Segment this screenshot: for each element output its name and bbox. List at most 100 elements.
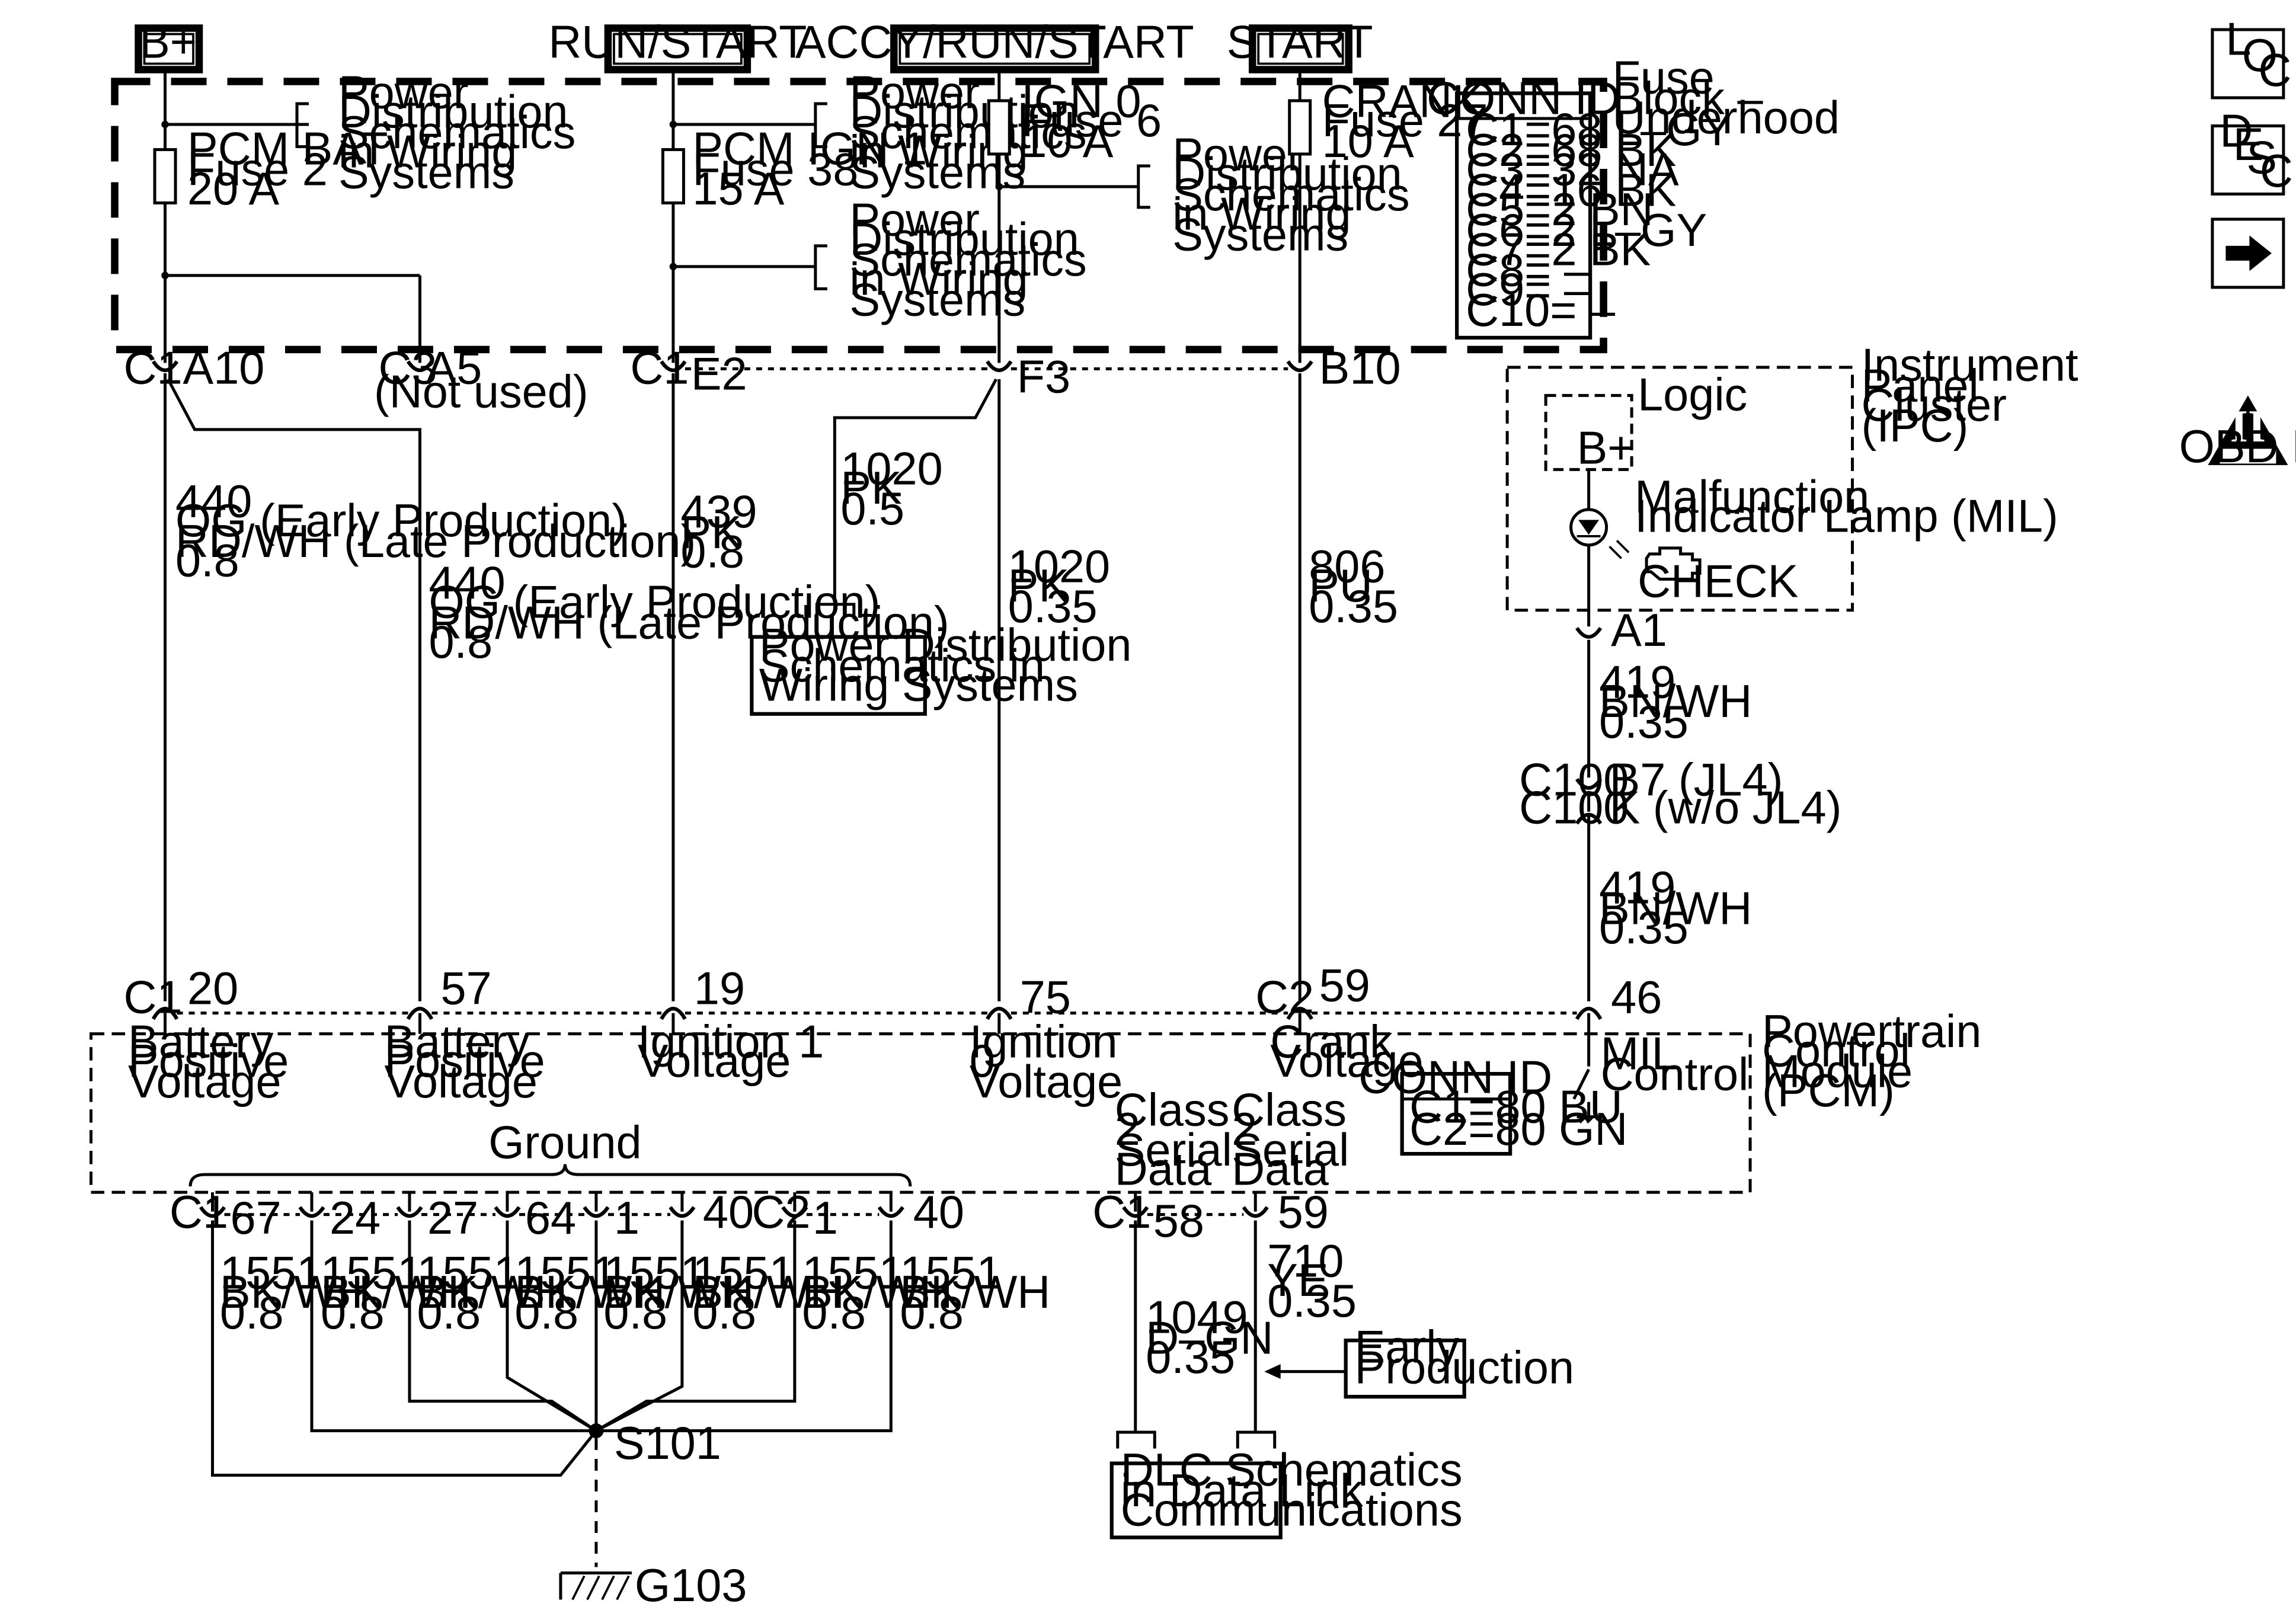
fuse-crank <box>1288 99 1312 156</box>
c100-connectors: C100 B7 (JL4) C100 K (w/o JL4) <box>1519 754 1841 833</box>
svg-text:Voltage: Voltage <box>1270 1036 1423 1087</box>
svg-text:DLC Schematics: DLC Schematics <box>1121 1445 1463 1496</box>
pd-note-bplus: Power Distribution Schematics in Wiring … <box>338 67 575 198</box>
svg-text:PK: PK <box>840 463 901 514</box>
arrow-right-icon <box>2225 235 2272 271</box>
dlc-box: DLC Schematics in Data Link Communicatio… <box>1109 1445 1463 1539</box>
svg-text:1551: 1551 <box>417 1248 519 1299</box>
svg-text:B7 (JL4): B7 (JL4) <box>1610 754 1783 805</box>
svg-text:Voltage: Voltage <box>970 1057 1123 1108</box>
svg-text:C4=16 BK: C4=16 BK <box>1466 165 1676 216</box>
svg-text:1020: 1020 <box>840 443 942 494</box>
pcm-conn-id: CONN ID C1=80 BU C2=80 GN <box>1358 1052 1627 1156</box>
next-arrow-button[interactable] <box>2211 217 2285 289</box>
svg-text:A10: A10 <box>183 343 265 393</box>
svg-text:PCM BAT: PCM BAT <box>187 123 388 174</box>
svg-text:RD/WH (Late Production): RD/WH (Late Production) <box>428 597 949 648</box>
svg-text:ACCY/RUN/START: ACCY/RUN/START <box>795 17 1194 68</box>
ground-wires <box>211 1220 893 1477</box>
early-production-callout: Early Production <box>1264 1322 1574 1399</box>
svg-text:2: 2 <box>1232 1104 1257 1155</box>
svg-text:BK/WH: BK/WH <box>692 1267 843 1318</box>
svg-text:Schematics: Schematics <box>849 235 1086 286</box>
wire-419a: 419 BN/WH 0.35 <box>1587 639 1752 778</box>
ipc-logic: Logic B+ <box>1544 369 1747 510</box>
svg-text:419: 419 <box>1599 657 1675 708</box>
loc-button[interactable]: L O C <box>2211 14 2291 100</box>
svg-text:RD/WH (Late Production): RD/WH (Late Production) <box>175 516 696 567</box>
svg-text:L: L <box>2225 14 2251 65</box>
desc-button[interactable]: D E S C <box>2211 105 2293 197</box>
svg-text:Positive: Positive <box>384 1036 545 1087</box>
pd-box: Power Distribution Schematics in Wiring … <box>750 620 1131 716</box>
pd-note-run-2: Power Distribution Schematics in Wiring … <box>849 194 1086 325</box>
svg-text:RUN/START: RUN/START <box>548 17 807 68</box>
svg-text:10 A: 10 A <box>1322 116 1414 167</box>
wire-419b: 419 BN/WH 0.35 <box>1587 814 1752 1001</box>
svg-text:C1: C1 <box>124 972 183 1023</box>
pd-note-run-1: Power Distribution Schematics in Wiring … <box>849 67 1086 198</box>
svg-text:BK/WH: BK/WH <box>802 1267 952 1318</box>
svg-text:C1: C1 <box>630 343 689 393</box>
svg-text:C7=2 BK: C7=2 BK <box>1466 224 1651 275</box>
svg-text:Distribution: Distribution <box>1172 149 1402 200</box>
wire-439: 439 PK 0.8 <box>671 373 757 1001</box>
run-start-source: RUN/START <box>548 17 807 73</box>
pcm-label: Powertrain Control Module (PCM) <box>1762 1006 1981 1116</box>
fuse-pcm-bat <box>153 148 177 204</box>
svg-text:CONN ID: CONN ID <box>1427 73 1620 124</box>
ground-wire-labels: 1551 BK/WH 0.8 1551 BK/WH 0.8 1551 BK/WH… <box>220 1248 1050 1339</box>
fuse-ign0 <box>987 99 1011 156</box>
svg-text:C1: C1 <box>1092 1187 1151 1238</box>
mil-lamp <box>1569 508 1630 627</box>
svg-text:Malfunction: Malfunction <box>1635 472 1869 523</box>
svg-text:OG (Early Production): OG (Early Production) <box>428 577 880 628</box>
wire-440b: 440 OG (Early Production) RD/WH (Late Pr… <box>167 378 949 1001</box>
svg-text:439: 439 <box>680 486 757 537</box>
svg-text:E2: E2 <box>691 348 747 399</box>
svg-text:0.35: 0.35 <box>1599 697 1689 748</box>
svg-text:Schematics in: Schematics in <box>759 641 1045 692</box>
svg-text:1551: 1551 <box>514 1248 616 1299</box>
svg-text:40: 40 <box>703 1187 754 1238</box>
svg-text:Serial: Serial <box>1232 1125 1349 1176</box>
svg-text:D–GN: D–GN <box>1146 1313 1273 1364</box>
svg-text:2: 2 <box>1115 1104 1140 1155</box>
svg-text:C10= –: C10= – <box>1466 285 1616 336</box>
svg-text:Fuse 27: Fuse 27 <box>1322 95 1488 146</box>
svg-text:0.35: 0.35 <box>1599 902 1689 953</box>
svg-text:Fuse 6: Fuse 6 <box>1021 95 1162 146</box>
svg-text:Battery: Battery <box>128 1017 274 1068</box>
splice-s101 <box>589 1423 604 1439</box>
accy-circuit <box>987 69 1150 363</box>
svg-text:Crank: Crank <box>1270 1017 1393 1068</box>
svg-text:Cluster: Cluster <box>1862 380 2007 431</box>
svg-text:PK: PK <box>680 507 741 558</box>
fuse-pcm-bat-label: PCM BAT Fuse 2 20 A <box>187 123 388 214</box>
svg-text:0.35: 0.35 <box>1267 1276 1357 1327</box>
svg-text:Early: Early <box>1355 1322 1460 1373</box>
svg-text:Instrument: Instrument <box>1862 340 2078 391</box>
svg-text:Distribution: Distribution <box>849 87 1079 137</box>
splice-label: S101 <box>614 1418 721 1469</box>
svg-text:Class: Class <box>1232 1085 1347 1136</box>
svg-text:Ignition: Ignition <box>970 1017 1118 1068</box>
svg-text:0.8: 0.8 <box>514 1288 578 1339</box>
svg-text:1049: 1049 <box>1146 1292 1248 1343</box>
svg-text:Power: Power <box>1172 129 1303 180</box>
svg-text:Block –: Block – <box>1613 73 1764 124</box>
svg-text:BK/WH: BK/WH <box>603 1267 754 1318</box>
svg-text:PU: PU <box>1309 561 1373 612</box>
svg-text:0.8: 0.8 <box>900 1288 964 1339</box>
svg-text:CONN ID: CONN ID <box>1358 1052 1552 1103</box>
fuse-block-label: Fuse Block – Underhood <box>1613 52 1840 143</box>
svg-text:Systems: Systems <box>338 147 514 198</box>
svg-text:G103: G103 <box>635 1560 747 1610</box>
svg-text:Communications: Communications <box>1121 1485 1463 1536</box>
svg-text:19: 19 <box>694 964 745 1014</box>
svg-text:Schematics: Schematics <box>1172 169 1409 220</box>
svg-text:27: 27 <box>427 1193 478 1244</box>
start-source: START <box>1227 17 1373 73</box>
svg-text:Power: Power <box>849 67 980 118</box>
